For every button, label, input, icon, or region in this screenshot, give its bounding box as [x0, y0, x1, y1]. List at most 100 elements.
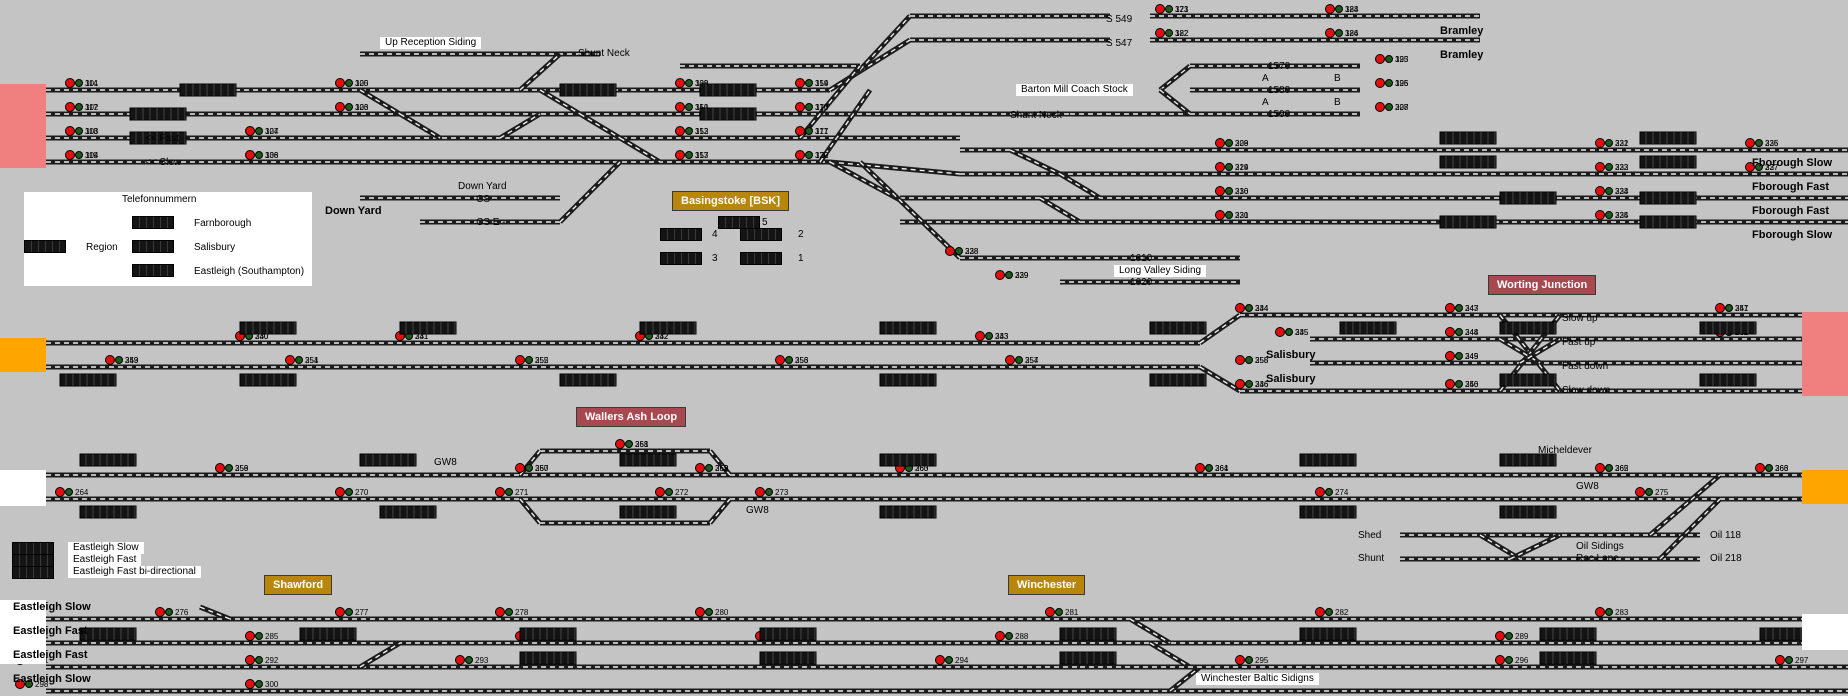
berth-box[interactable] [179, 83, 237, 97]
signal-90[interactable] [15, 679, 33, 689]
signal-22[interactable] [1375, 102, 1393, 112]
train-describer-berth-8-0[interactable] [79, 453, 137, 467]
platform-5-berth[interactable] [718, 216, 760, 229]
signal-24[interactable] [1215, 162, 1233, 172]
train-describer-berth-11-3[interactable] [1539, 651, 1597, 665]
signal-41[interactable] [1235, 379, 1253, 389]
signal-20[interactable] [1375, 54, 1393, 64]
berth-box[interactable] [519, 627, 577, 641]
signal-red-aspect[interactable] [1315, 607, 1325, 617]
signal-red-aspect[interactable] [495, 487, 505, 497]
signal-48[interactable] [105, 355, 123, 365]
train-describer-berth-8-3[interactable] [879, 453, 937, 467]
signal-red-aspect[interactable] [1325, 28, 1335, 38]
signal-red-aspect[interactable] [695, 463, 705, 473]
berth-box[interactable] [239, 373, 297, 387]
berth-box[interactable] [1299, 505, 1357, 519]
berth-box[interactable] [1639, 215, 1697, 229]
signal-87[interactable] [1235, 655, 1253, 665]
signal-red-aspect[interactable] [1235, 655, 1245, 665]
signal-red-aspect[interactable] [695, 607, 705, 617]
signal-40[interactable] [1275, 327, 1293, 337]
signal-10[interactable] [675, 126, 693, 136]
signal-red-aspect[interactable] [1215, 186, 1225, 196]
signal-red-aspect[interactable] [975, 331, 985, 341]
berth-box[interactable] [879, 321, 937, 335]
berth-box[interactable] [1149, 321, 1207, 335]
signal-red-aspect[interactable] [935, 655, 945, 665]
train-describer-berth-10-0[interactable] [79, 627, 137, 641]
signal-red-aspect[interactable] [1715, 303, 1725, 313]
signal-red-aspect[interactable] [335, 607, 345, 617]
signal-2[interactable] [65, 126, 83, 136]
signal-red-aspect[interactable] [675, 78, 685, 88]
train-describer-berth-7-0[interactable] [59, 373, 117, 387]
train-describer-berth-6-1[interactable] [399, 321, 457, 335]
station-shawford[interactable]: Shawford [264, 575, 333, 595]
signal-18[interactable] [1325, 4, 1343, 14]
signal-16[interactable] [1155, 4, 1173, 14]
train-describer-berth-5-1[interactable] [1639, 215, 1697, 229]
berth-box[interactable] [519, 651, 577, 665]
berth-box[interactable] [299, 627, 357, 641]
region-phone-button[interactable] [24, 240, 66, 253]
signal-red-aspect[interactable] [1445, 303, 1455, 313]
berth-box[interactable] [759, 651, 817, 665]
signal-red-aspect[interactable] [1195, 463, 1205, 473]
signal-red-aspect[interactable] [1595, 162, 1605, 172]
signal-red-aspect[interactable] [1375, 54, 1385, 64]
train-describer-berth-7-4[interactable] [1149, 373, 1207, 387]
train-describer-berth-10-2[interactable] [519, 627, 577, 641]
berth-box[interactable] [79, 627, 137, 641]
signal-red-aspect[interactable] [215, 463, 225, 473]
signal-red-aspect[interactable] [995, 631, 1005, 641]
berth-box[interactable] [1149, 373, 1207, 387]
berth-box[interactable] [1499, 453, 1557, 467]
signal-74[interactable] [1315, 607, 1333, 617]
train-describer-berth-7-3[interactable] [879, 373, 937, 387]
berth-box[interactable] [1639, 155, 1697, 169]
signal-67[interactable] [1315, 487, 1333, 497]
berth-box[interactable] [379, 505, 437, 519]
berth-box[interactable] [1539, 627, 1597, 641]
signal-80[interactable] [995, 631, 1013, 641]
train-describer-berth-6-4[interactable] [1149, 321, 1207, 335]
signal-54[interactable] [215, 463, 233, 473]
signal-red-aspect[interactable] [495, 607, 505, 617]
signal-72[interactable] [695, 607, 713, 617]
berth-box[interactable] [59, 373, 117, 387]
signal-red-aspect[interactable] [795, 126, 805, 136]
signal-red-aspect[interactable] [1275, 327, 1285, 337]
eastleigh-bidir-key-berth[interactable] [12, 566, 54, 579]
platform-3-berth[interactable] [660, 252, 702, 265]
signal-7[interactable] [245, 150, 263, 160]
berth-box[interactable] [1539, 651, 1597, 665]
train-describer-berth-2-2[interactable] [1639, 131, 1697, 145]
signal-red-aspect[interactable] [65, 150, 75, 160]
signal-red-aspect[interactable] [55, 487, 65, 497]
signal-75[interactable] [1595, 607, 1613, 617]
signal-red-aspect[interactable] [655, 487, 665, 497]
signal-91[interactable] [245, 679, 263, 689]
signal-4[interactable] [335, 78, 353, 88]
signal-red-aspect[interactable] [795, 102, 805, 112]
berth-box[interactable] [699, 83, 757, 97]
salisbury-phone-button[interactable] [132, 240, 174, 253]
signal-59[interactable] [1195, 463, 1213, 473]
berth-box[interactable] [1639, 131, 1697, 145]
platform-2-berth[interactable] [740, 228, 782, 241]
signal-red-aspect[interactable] [1595, 186, 1605, 196]
signal-57[interactable] [695, 463, 713, 473]
signal-55[interactable] [515, 463, 533, 473]
berth-box[interactable] [1699, 321, 1757, 335]
signal-23[interactable] [1215, 138, 1233, 148]
train-describer-berth-9-3[interactable] [879, 505, 937, 519]
signal-46[interactable] [1715, 303, 1733, 313]
signal-red-aspect[interactable] [65, 126, 75, 136]
train-describer-berth-10-4[interactable] [1059, 627, 1117, 641]
train-describer-berth-7-5[interactable] [1499, 373, 1557, 387]
signal-red-aspect[interactable] [1635, 487, 1645, 497]
berth-box[interactable] [359, 453, 417, 467]
signal-56[interactable] [615, 439, 633, 449]
signal-red-aspect[interactable] [775, 355, 785, 365]
